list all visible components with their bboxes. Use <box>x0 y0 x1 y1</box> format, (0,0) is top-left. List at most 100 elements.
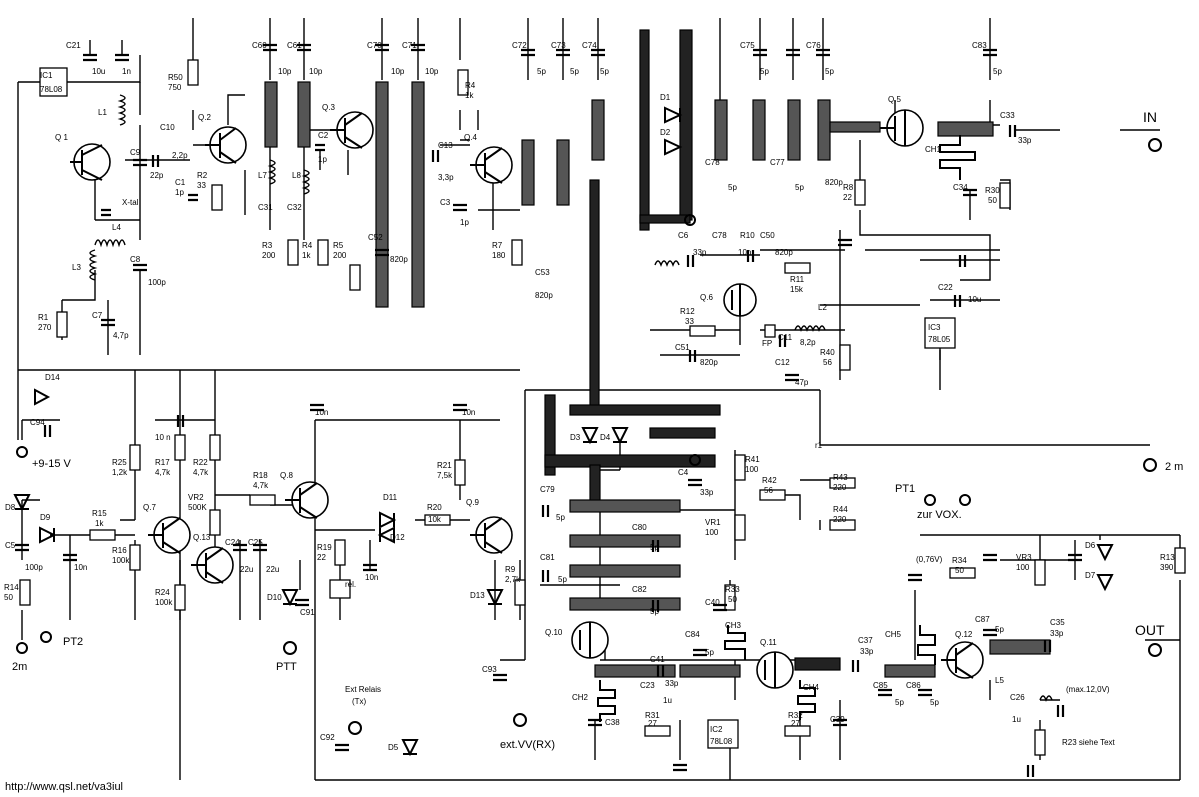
c94-label: C94 <box>30 418 45 427</box>
c78b-value: 10p <box>738 248 752 257</box>
c5-label: C5 <box>5 541 16 550</box>
ic3-label: IC3 <box>928 323 941 332</box>
c41-label: C41 <box>650 655 665 664</box>
l2-label: L2 <box>818 303 827 312</box>
r8-label: R8 <box>843 183 854 192</box>
c75-label: C75 <box>740 41 755 50</box>
c79-label: C79 <box>540 485 555 494</box>
l3-coil <box>89 249 98 281</box>
d9-label: D9 <box>40 513 51 522</box>
q7-label: Q.7 <box>143 503 156 512</box>
c41-value: 33p <box>665 679 679 688</box>
supply-label: +9-15 V <box>32 458 71 470</box>
c35-value: 33p <box>1050 629 1064 638</box>
c1-label: C1 <box>175 178 186 187</box>
r8-value: 22 <box>843 193 852 202</box>
source-url: http://www.qsl.net/va3iul <box>5 781 123 793</box>
c87-label: C87 <box>975 615 990 624</box>
c39-label: C39 <box>830 715 845 724</box>
r42-value: 56 <box>764 486 773 495</box>
ic1-type: 78L08 <box>40 85 63 94</box>
r30-label: R30 <box>985 186 1000 195</box>
r19-value: 22 <box>317 553 326 562</box>
r11-label: R11 <box>790 275 805 284</box>
capacitors <box>15 43 1082 777</box>
transistors <box>70 109 984 689</box>
c84-value: 5p <box>705 648 714 657</box>
c820-label: 820p <box>825 178 843 187</box>
c8-value: 100p <box>148 278 166 287</box>
c73-value: 5p <box>570 67 579 76</box>
c78b-label: C78 <box>712 231 727 240</box>
transistor-q10 <box>571 621 609 659</box>
r20-label: R20 <box>427 503 442 512</box>
c10-value: 2,2p <box>172 151 188 160</box>
r3-label: R3 <box>262 241 273 250</box>
labels: IC1 78L08 IC2 78L08 IC3 78L05 Q 1 Q.2 Q.… <box>4 41 1183 793</box>
c4-value: 33p <box>700 488 714 497</box>
ext-relais-label: Ext Relais <box>345 685 381 694</box>
c79-value: 5p <box>556 513 565 522</box>
c70-value: 10p <box>391 67 405 76</box>
l7-coil <box>267 159 276 185</box>
c74-value: 5p <box>600 67 609 76</box>
ic3-box <box>924 317 956 349</box>
r4b-label: R4 <box>302 241 313 250</box>
c51-label: C51 <box>675 343 690 352</box>
r40-label: R40 <box>820 348 835 357</box>
relay-label: rel. <box>345 580 356 589</box>
c91-label: C91 <box>300 608 315 617</box>
c80-value: 5p <box>650 543 659 552</box>
r21-label: R21 <box>437 461 452 470</box>
vr1-value: 100 <box>705 528 719 537</box>
c85-value: 5p <box>895 698 904 707</box>
c60-value: 10p <box>278 67 292 76</box>
c13-label: C13 <box>438 141 453 150</box>
tx-label: (Tx) <box>352 697 367 706</box>
l2-coil <box>794 325 826 332</box>
q5-label: Q.5 <box>888 95 901 104</box>
transistor-q3 <box>330 111 374 149</box>
r3-value: 200 <box>262 251 276 260</box>
r13-value: 390 <box>1160 563 1174 572</box>
r17-value: 4,7k <box>155 468 171 477</box>
r31-value: 27 <box>648 719 657 728</box>
c71-value: 10p <box>425 67 439 76</box>
d8-label: D8 <box>5 503 16 512</box>
c35-label: C35 <box>1050 618 1065 627</box>
r34-label: R34 <box>952 556 967 565</box>
c40-label: C40 <box>705 598 720 607</box>
r1-contact-label: r1 <box>815 441 823 450</box>
resistors <box>19 59 1186 756</box>
ic2-label: IC2 <box>710 725 723 734</box>
c13-value: 3,3p <box>438 173 454 182</box>
r11-value: 15k <box>790 285 804 294</box>
d14-label: D14 <box>45 373 60 382</box>
transistor-q7 <box>148 516 191 554</box>
c61-value: 10p <box>309 67 323 76</box>
c10-label: C10 <box>160 123 175 132</box>
r43-value: 220 <box>833 483 847 492</box>
c34-label: C34 <box>953 183 968 192</box>
c83-value: 5p <box>993 67 1002 76</box>
r21-value: 7,5k <box>437 471 453 480</box>
ics <box>39 67 956 780</box>
two-m-left-label: 2m <box>12 661 27 673</box>
c78-value: 5p <box>728 183 737 192</box>
vr3-label: VR3 <box>1016 553 1032 562</box>
l5-label: L5 <box>995 676 1004 685</box>
r40-value: 56 <box>823 358 832 367</box>
c80-label: C80 <box>632 523 647 532</box>
d13-label: D13 <box>470 591 485 600</box>
r4a-value: 1k <box>465 91 474 100</box>
c71-label: C71 <box>402 41 417 50</box>
c12-value: 47p <box>795 378 809 387</box>
r20-value: 10k <box>428 515 442 524</box>
c26-label: C26 <box>1010 693 1025 702</box>
c85-label: C85 <box>873 681 888 690</box>
c-10n-b: 10n <box>462 408 475 417</box>
c31-label: C31 <box>258 203 273 212</box>
c86-value: 5p <box>930 698 939 707</box>
r7-value: 180 <box>492 251 506 260</box>
q2-label: Q.2 <box>198 113 211 122</box>
